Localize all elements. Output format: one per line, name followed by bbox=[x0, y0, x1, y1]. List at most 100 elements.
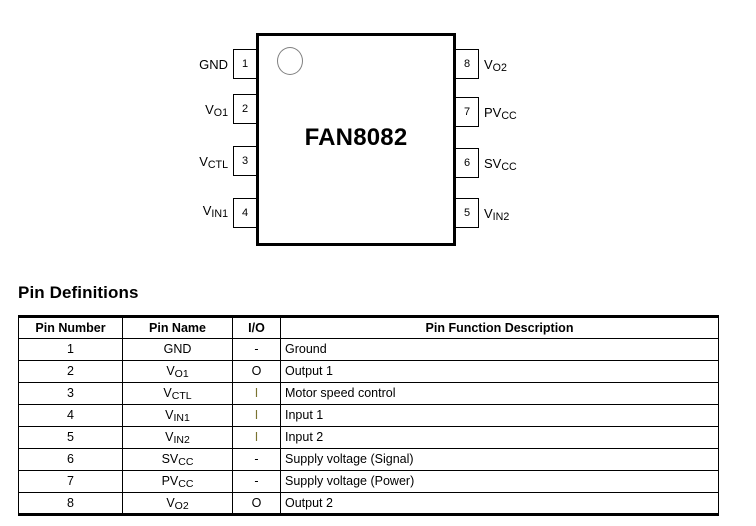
cell-pin-name: VIN1 bbox=[122, 404, 233, 427]
pin-label-text: V bbox=[484, 57, 493, 72]
pin-label-text: SV bbox=[484, 156, 502, 171]
cell-pin-number: 3 bbox=[18, 382, 123, 405]
pin-box-5: 5 bbox=[455, 198, 479, 228]
cell-description: Supply voltage (Signal) bbox=[280, 448, 719, 471]
column-header-pin-number: Pin Number bbox=[18, 315, 123, 339]
cell-pin-name: VO2 bbox=[122, 492, 233, 516]
pin-label-vctl: VCTL bbox=[150, 154, 228, 171]
column-header-pin-name: Pin Name bbox=[122, 315, 233, 339]
pin-name-index: 2 bbox=[184, 434, 190, 447]
pin-label-text: V bbox=[199, 154, 208, 169]
cell-io: - bbox=[232, 448, 281, 471]
cell-description: Ground bbox=[280, 338, 719, 361]
column-header-description: Pin Function Description bbox=[280, 315, 719, 339]
cell-io: - bbox=[232, 338, 281, 361]
cell-pin-number: 7 bbox=[18, 470, 123, 493]
pin-name-subscript: CC bbox=[178, 456, 194, 469]
cell-pin-name: SVCC bbox=[122, 448, 233, 471]
pin-label-vin1: VIN1 bbox=[150, 203, 228, 220]
pin-name-base: GND bbox=[163, 342, 192, 357]
pin-label-tail: 2 bbox=[500, 62, 507, 74]
cell-io: I bbox=[232, 426, 281, 449]
cell-pin-number: 1 bbox=[18, 338, 123, 361]
pin-definitions-table: Pin Number Pin Name I/O Pin Function Des… bbox=[18, 315, 719, 516]
pin-label-text: V bbox=[202, 203, 212, 218]
pin1-dot-icon bbox=[277, 47, 303, 75]
pin-box-number-4: 4 bbox=[241, 207, 249, 219]
cell-io: I bbox=[232, 404, 281, 427]
cell-pin-number: 2 bbox=[18, 360, 123, 383]
pin-label-text: GND bbox=[199, 57, 228, 72]
cell-description: Supply voltage (Power) bbox=[280, 470, 719, 493]
pin-label-text: PV bbox=[484, 105, 502, 120]
pin-label-gnd: GND bbox=[150, 58, 228, 72]
pin-name-base: SV bbox=[161, 452, 179, 467]
pin-box-number-3: 3 bbox=[241, 155, 249, 167]
pin-label-vin2: VIN2 bbox=[484, 207, 510, 223]
table-header-row: Pin Number Pin Name I/O Pin Function Des… bbox=[18, 315, 719, 339]
cell-description: Motor speed control bbox=[280, 382, 719, 405]
pin-name-base: V bbox=[165, 430, 174, 445]
column-header-io: I/O bbox=[232, 315, 281, 339]
pin-box-8: 8 bbox=[455, 49, 479, 79]
pin-label-vo2: VO2 bbox=[484, 57, 507, 74]
cell-pin-number: 8 bbox=[18, 492, 123, 516]
pin-name-base: V bbox=[166, 495, 175, 510]
pin-box-7: 7 bbox=[455, 97, 479, 127]
pin-box-3: 3 bbox=[233, 146, 257, 176]
pin-label-sub: O bbox=[492, 62, 501, 74]
pin-label-vo1: VO1 bbox=[150, 102, 228, 119]
pin-name-subscript: IN bbox=[173, 434, 185, 447]
pin-name-subscript: IN bbox=[173, 412, 185, 425]
pin-name-index: 2 bbox=[182, 499, 189, 512]
cell-io: O bbox=[232, 492, 281, 516]
cell-io: - bbox=[232, 470, 281, 493]
pin-label-sub: O bbox=[213, 107, 223, 119]
pin-name-base: V bbox=[165, 408, 174, 423]
cell-pin-name: VO1 bbox=[122, 360, 233, 383]
package-pinout-diagram: FAN8082 1 2 3 4 8 7 6 5 GND VO1 VCTL VIN… bbox=[150, 33, 517, 246]
pin-label-sub: CC bbox=[501, 110, 517, 122]
pin-label-text: V bbox=[205, 102, 214, 117]
pin-label-tail: 1 bbox=[222, 107, 228, 119]
pin-box-number-1: 1 bbox=[241, 58, 249, 70]
pin-label-pvcc: PVCC bbox=[484, 105, 517, 122]
cell-pin-number: 6 bbox=[18, 448, 123, 471]
pin-label-sub: CC bbox=[501, 161, 517, 173]
pin-label-tail: 2 bbox=[503, 211, 510, 223]
cell-description: Input 1 bbox=[280, 404, 719, 427]
pin-name-index: 1 bbox=[182, 368, 189, 381]
pin-label-sub: IN bbox=[492, 211, 504, 223]
table-row: 1 GND -Ground bbox=[18, 338, 719, 361]
pin-box-4: 4 bbox=[233, 198, 257, 228]
pin-box-6: 6 bbox=[455, 148, 479, 178]
cell-pin-name: GND bbox=[122, 338, 233, 361]
pin-label-sub: IN bbox=[211, 208, 223, 220]
cell-io: O bbox=[232, 360, 281, 383]
pin-box-number-7: 7 bbox=[463, 106, 471, 118]
cell-io: I bbox=[232, 382, 281, 405]
pin-label-svcc: SVCC bbox=[484, 156, 517, 173]
pin-name-base: V bbox=[163, 386, 172, 401]
cell-pin-number: 5 bbox=[18, 426, 123, 449]
chip-part-number: FAN8082 bbox=[304, 124, 408, 151]
pin-name-base: V bbox=[166, 364, 175, 379]
cell-pin-name: VCTL bbox=[122, 382, 233, 405]
pin-label-sub: CTL bbox=[207, 159, 228, 171]
cell-pin-name: VIN2 bbox=[122, 426, 233, 449]
cell-description: Output 1 bbox=[280, 360, 719, 383]
pin-label-tail: 1 bbox=[222, 208, 228, 220]
cell-pin-number: 4 bbox=[18, 404, 123, 427]
pin-name-subscript: CTL bbox=[171, 390, 192, 403]
pin-name-subscript: O bbox=[174, 368, 183, 381]
pin-box-number-2: 2 bbox=[241, 103, 249, 115]
cell-description: Output 2 bbox=[280, 492, 719, 516]
pin-name-index: 1 bbox=[184, 412, 190, 425]
